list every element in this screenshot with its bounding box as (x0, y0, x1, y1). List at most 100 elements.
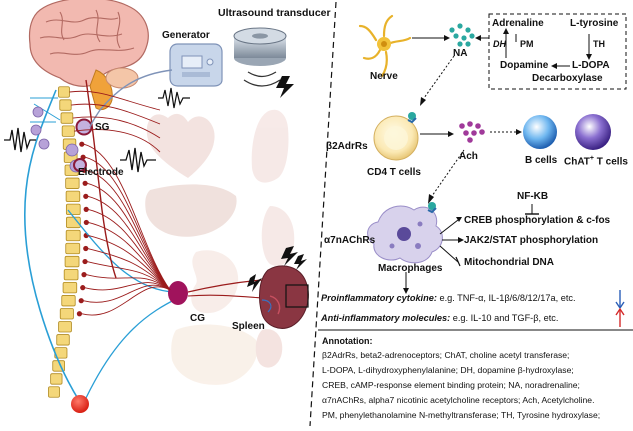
chat-label-main: ChAT (564, 156, 590, 168)
spinal-ganglion-dot (79, 141, 85, 147)
vertebra (65, 177, 80, 189)
intestine-organ (171, 324, 258, 385)
spinal-ganglion-dot (76, 311, 83, 317)
vertebra (48, 386, 60, 398)
cd4-t-cells-label: CD4 T cells (367, 167, 421, 178)
sg-electrode[interactable] (75, 118, 93, 136)
vertebra (62, 282, 78, 294)
splanchnic-nerve-line (86, 169, 171, 291)
lung-organ (251, 109, 289, 183)
annotation-title: Annotation: (322, 336, 373, 346)
spinal-ganglion-dot (78, 298, 84, 304)
vertebra (58, 321, 72, 333)
sg-label: SG (95, 122, 110, 133)
brain (28, 0, 149, 111)
spinal-ganglion-dot (83, 219, 89, 226)
vertebra (65, 229, 81, 242)
stomach-organ (191, 250, 239, 314)
generator-device[interactable] (169, 43, 223, 87)
spinal-ganglion-dot (83, 193, 89, 199)
splanchnic-nerve-line (84, 282, 171, 291)
ach-molecules (459, 121, 485, 143)
generator-lead (89, 69, 173, 128)
l-tyrosine-label: L-tyrosine (570, 18, 619, 29)
annotation-line: L-DOPA, L-dihydroxyphenylalanine; DH, do… (322, 365, 574, 375)
heart-organ (146, 113, 215, 178)
vertebra (60, 112, 74, 124)
spleen-organ[interactable] (259, 265, 309, 329)
electric-signal-right (120, 147, 156, 173)
anti-inflammatory-line: Anti-inflammatory molecules: e.g. IL-10 … (321, 313, 559, 323)
proinflammatory-text: e.g. TNF-α, IL-1β/6/8/12/17a, etc. (436, 293, 576, 303)
macrophage-cell (367, 202, 443, 264)
jak2-label: JAK2/STAT phosphorylation (464, 235, 599, 246)
chat-label-sup: + (589, 155, 595, 162)
ultrasound-transducer-device[interactable] (233, 27, 287, 66)
th-label: TH (593, 39, 605, 49)
na-molecules (449, 23, 475, 47)
vagus-branch-line-2 (85, 297, 179, 399)
ultrasound-waves (243, 71, 281, 87)
splanchnic-nerve-line (88, 208, 171, 291)
chat-label-tail: T cells (594, 156, 628, 168)
spinal-ganglion-dot (83, 245, 89, 252)
na-label: NA (453, 48, 468, 59)
ach-to-macrophage-arrow (431, 149, 465, 197)
vertebra (63, 268, 79, 281)
spinal-ganglion-dot (81, 272, 87, 278)
splanchnic-nerve-line (88, 235, 171, 291)
vertebra (61, 295, 76, 307)
electrode-label: Electrode (78, 167, 124, 178)
cervical-nerve-line (74, 129, 161, 153)
cg-ganglion[interactable] (168, 281, 188, 305)
nerve-label: Nerve (370, 71, 398, 82)
splanchnic-nerve-line (85, 274, 171, 291)
cervical-nerve-line (69, 90, 161, 111)
vertebra (59, 308, 74, 320)
faint-organs (145, 109, 295, 385)
panel-divider (309, 1, 337, 427)
spinal-cord (48, 86, 89, 398)
anti-inflammatory-text: e.g. IL-10 and TGF-β, etc. (450, 313, 559, 323)
vertebra (56, 334, 70, 346)
electrode-node[interactable] (73, 158, 87, 172)
cd4-t-cell (373, 112, 419, 161)
dh-label: DH (493, 39, 506, 49)
decarboxylase-label: Decarboxylase (532, 73, 603, 84)
adrenaline-label: Adrenaline (492, 18, 544, 29)
vertebra (64, 255, 80, 268)
kidney-organ (255, 329, 283, 368)
annotation-line: CREB, cAMP-response element binding prot… (322, 380, 580, 390)
vertebra (65, 242, 81, 255)
ultrasound-label: Ultrasound transducer (218, 7, 331, 19)
cg-label: CG (190, 313, 205, 324)
splanchnic-nerve-line (83, 143, 171, 291)
b-cell (523, 115, 557, 149)
anti-inflammatory-label: Anti-inflammatory molecules: (321, 313, 451, 323)
splanchnic-nerve-line (86, 261, 171, 291)
vertebra (65, 203, 81, 216)
proinflammatory-line: Proinflammatory cytokine: e.g. TNF-α, IL… (321, 293, 576, 303)
l-dopa-label: L-DOPA (572, 60, 610, 71)
ach-label: Ach (459, 151, 478, 162)
generator-signal (158, 87, 190, 109)
annotation-line: PM, phenylethanolamine N-methyltransfera… (322, 410, 601, 420)
cg-spleen-nerve (187, 279, 263, 293)
nf-kb-label: NF-KB (517, 191, 549, 202)
nerve-cell-icon (358, 14, 412, 78)
red-nerve-main (85, 79, 117, 279)
cg-nerves (69, 90, 171, 316)
synthesis-box (488, 13, 627, 90)
splanchnic-nerve-line (87, 248, 171, 291)
chat-t-cell (575, 114, 611, 150)
a7nachrs-label: α7nAChRs (324, 235, 376, 246)
generator-label: Generator (162, 30, 210, 41)
chat-t-cells-label: ChAT+ T cells (564, 155, 628, 167)
pm-label: PM (520, 39, 534, 49)
vertebra (58, 86, 70, 98)
proinflammatory-label: Proinflammatory cytokine: (321, 293, 437, 303)
dopamine-label: Dopamine (500, 60, 549, 71)
cervical-nerve-line (71, 103, 161, 125)
vertebra (61, 125, 75, 137)
